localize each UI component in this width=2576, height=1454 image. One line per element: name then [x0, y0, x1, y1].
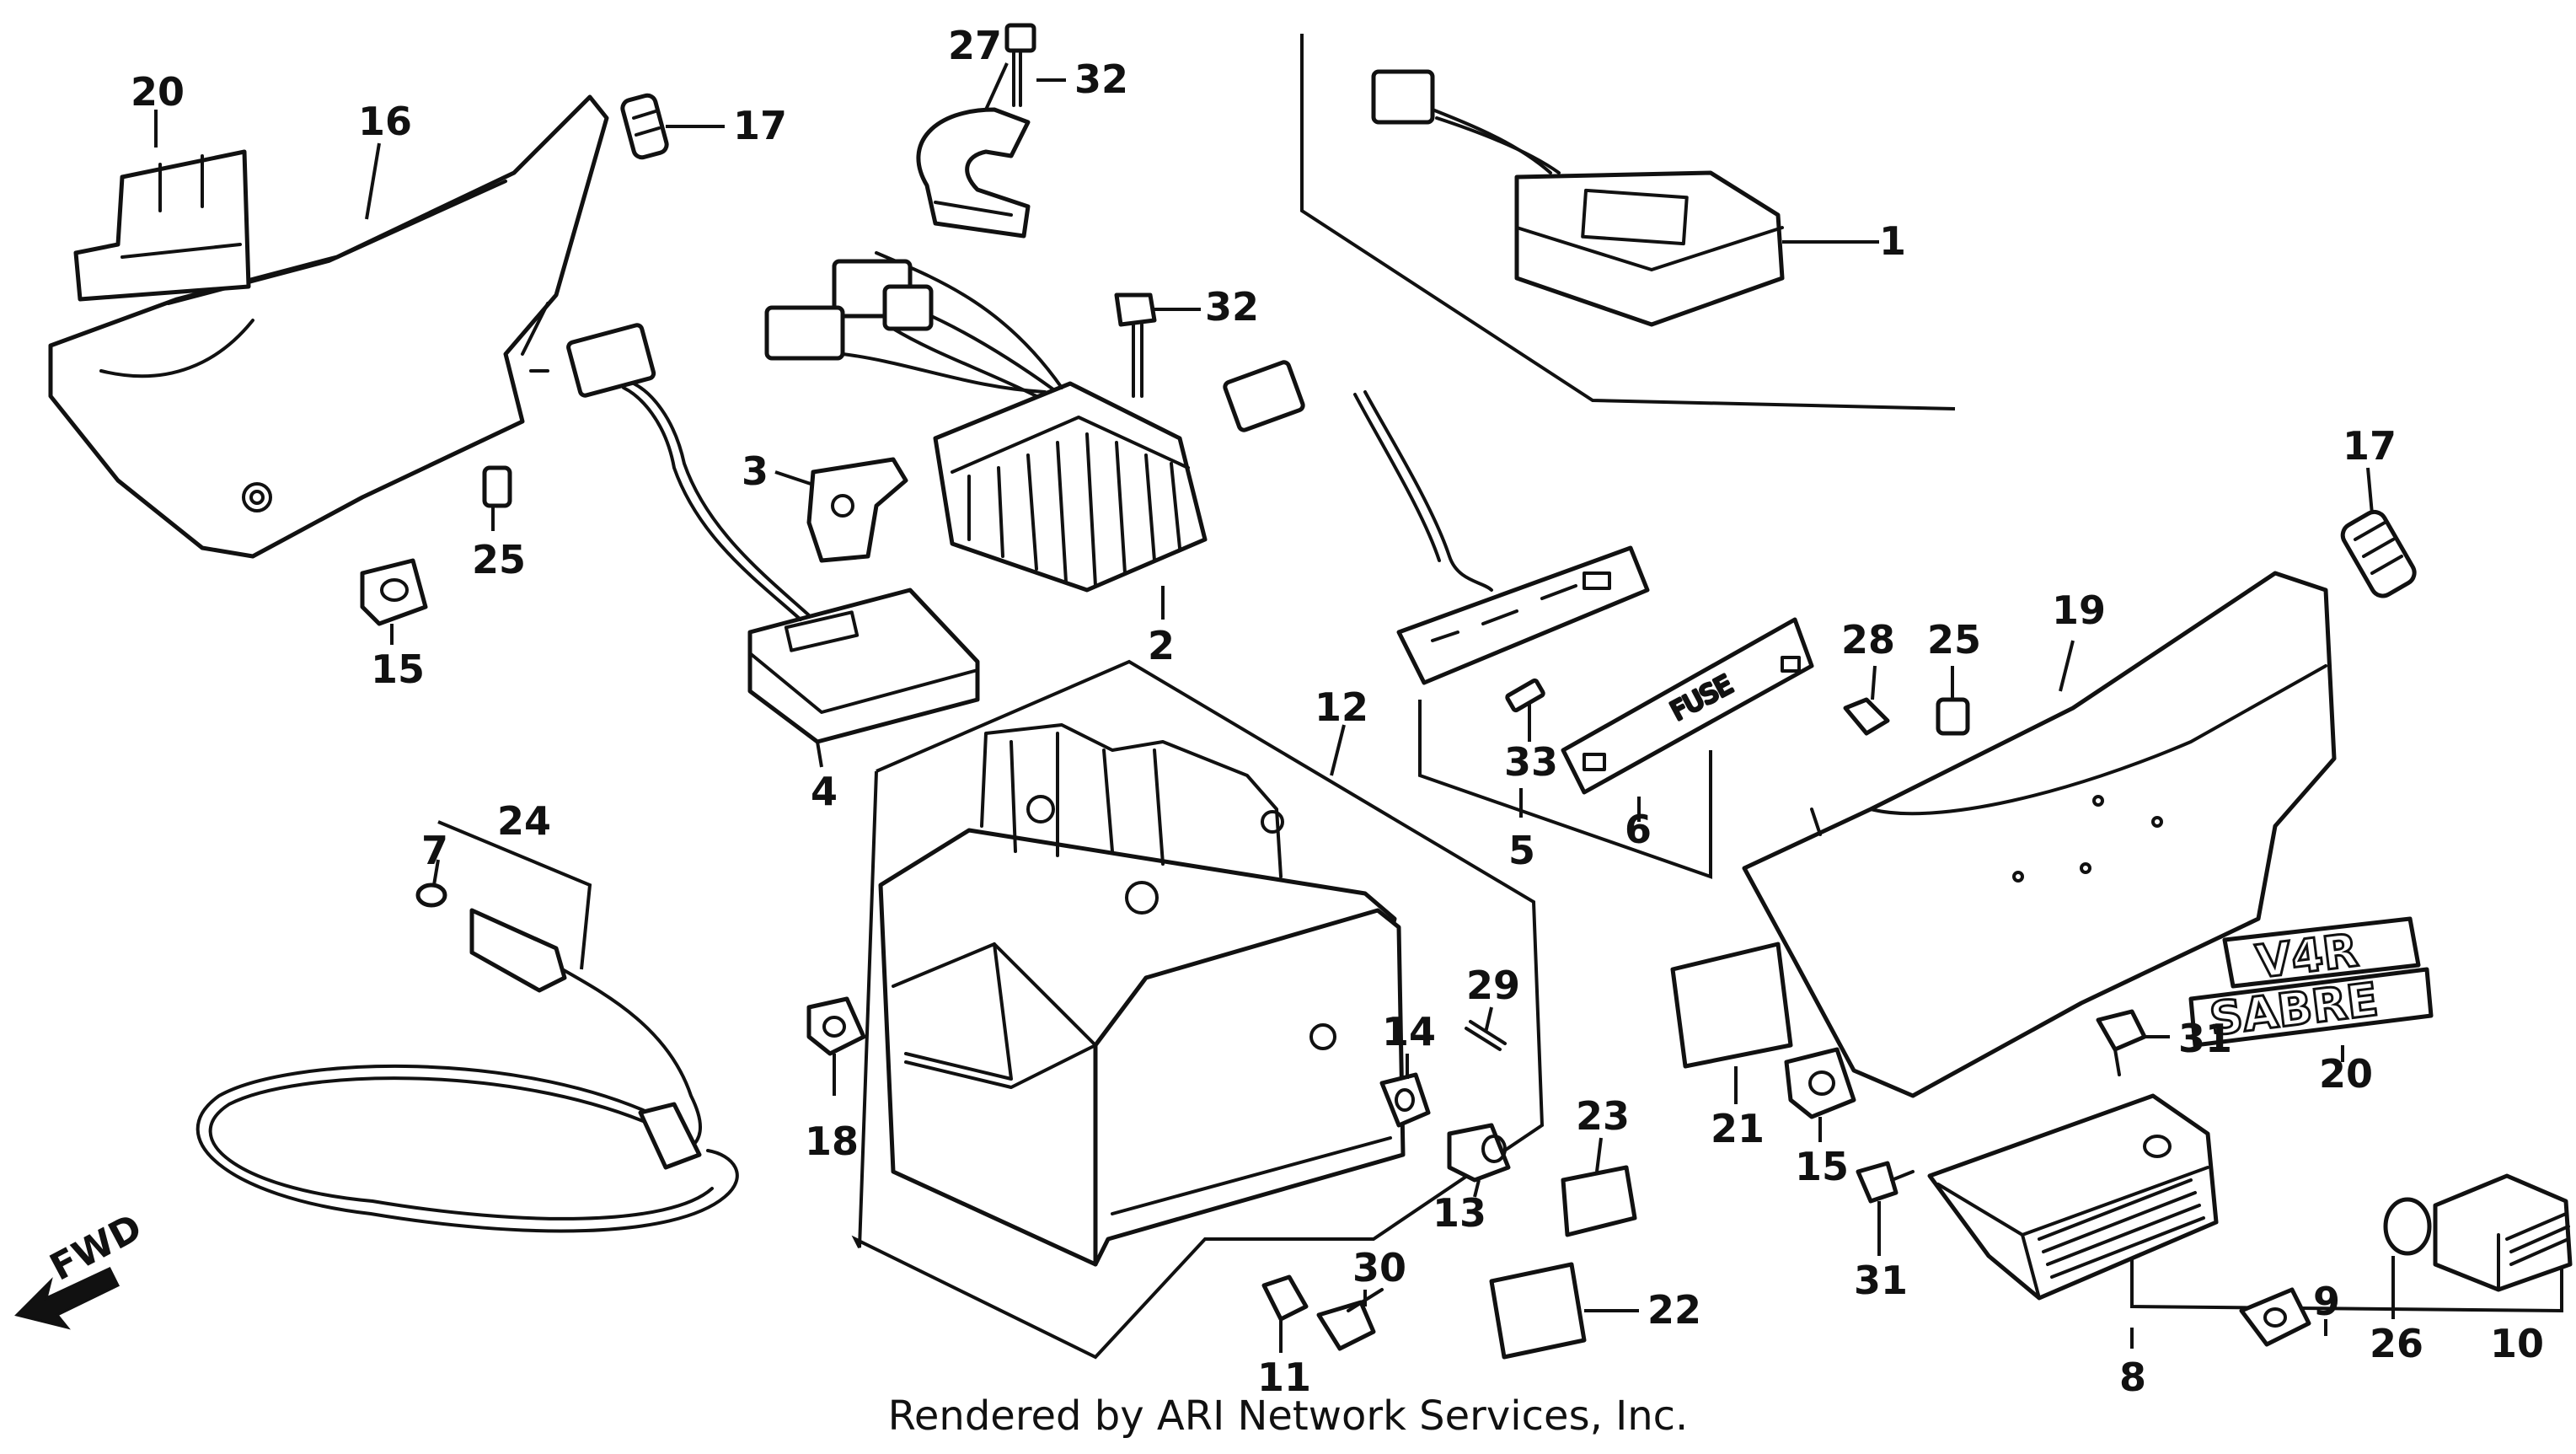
callout-31-upper: 31	[2178, 1016, 2232, 1061]
part-4-ignitor-unit	[566, 323, 980, 744]
fwd-arrow	[14, 1267, 120, 1330]
part-31-lower-bolt	[1856, 1161, 1915, 1204]
callout-15-left: 15	[371, 647, 425, 692]
callout-23: 23	[1576, 1093, 1630, 1139]
part-11-nut	[1261, 1274, 1309, 1322]
callout-17-left: 17	[733, 103, 787, 148]
part-8-frame	[2130, 1222, 2563, 1313]
callout-leaders	[154, 62, 2395, 1353]
part-24-frame	[437, 820, 592, 970]
callout-1: 1	[1879, 218, 1906, 264]
callout-31-lower: 31	[1854, 1258, 1908, 1303]
callout-28: 28	[1841, 617, 1895, 663]
part-19-right-side-cover	[1742, 571, 2337, 1098]
part-31-upper-bolt	[2096, 1009, 2147, 1076]
part-17-left-grommet	[620, 93, 669, 160]
callout-5: 5	[1508, 828, 1535, 873]
part-15-left-grommet	[360, 558, 428, 626]
part-18-grommet	[806, 996, 866, 1056]
part-17-right-grommet	[2340, 509, 2417, 598]
part-33-fuse	[1505, 678, 1545, 713]
callout-33: 33	[1504, 739, 1558, 785]
callout-15-right: 15	[1795, 1144, 1849, 1189]
part-32-upper-bolt	[1004, 23, 1036, 107]
part-25-left-clip	[482, 465, 512, 508]
callout-25-right: 25	[1927, 617, 1981, 663]
part-15-right-grommet	[1784, 1047, 1856, 1119]
callout-18: 18	[805, 1119, 859, 1164]
part-6-fuse-cover: FUSE	[1561, 617, 1814, 795]
callout-22: 22	[1647, 1287, 1701, 1333]
callout-32-middle: 32	[1205, 284, 1259, 330]
callout-13: 13	[1433, 1190, 1486, 1236]
callout-16: 16	[358, 99, 412, 144]
part-1-control-unit	[1371, 69, 1879, 327]
part-9-relay	[2239, 1287, 2311, 1347]
callout-21: 21	[1711, 1106, 1765, 1151]
callout-29: 29	[1466, 963, 1520, 1008]
part-22-label	[1489, 1262, 1639, 1360]
part-13-terminal-bolt	[1447, 1123, 1511, 1183]
part-12-battery	[878, 723, 1406, 1267]
callout-14: 14	[1382, 1009, 1436, 1054]
callout-27: 27	[948, 23, 1002, 68]
part-5-fuse-box-group	[1223, 360, 1712, 879]
part-16-left-side-cover	[48, 94, 609, 559]
part-29-pin	[1465, 1020, 1507, 1051]
callout-2: 2	[1148, 623, 1175, 668]
callout-19: 19	[2052, 588, 2106, 633]
callout-26: 26	[2370, 1321, 2423, 1366]
part-20-left-bracket	[73, 149, 251, 302]
part-8-relay-box	[1927, 1093, 2219, 1301]
callout-4: 4	[811, 769, 838, 814]
callout-10: 10	[2490, 1321, 2544, 1366]
part-10-relay-unit	[2433, 1173, 2573, 1292]
part-27-band	[916, 107, 1031, 239]
render-credit: Rendered by ARI Network Services, Inc.	[887, 1392, 1689, 1440]
part-14-terminal-cap	[1379, 1072, 1431, 1128]
callout-20-left: 20	[131, 69, 185, 115]
callout-11: 11	[1257, 1355, 1311, 1400]
part-23-label	[1561, 1165, 1637, 1237]
part-2-regulator-rectifier	[764, 251, 1208, 593]
callout-25-left: 25	[472, 537, 526, 582]
callout-6: 6	[1625, 807, 1652, 852]
callout-12: 12	[1315, 684, 1368, 730]
part-1-frame	[1300, 34, 1956, 410]
part-28-screw	[1843, 697, 1890, 736]
callout-17-right: 17	[2343, 423, 2397, 469]
part-24-sensor-cable	[195, 883, 739, 1233]
callout-7: 7	[421, 828, 448, 873]
callout-3: 3	[742, 448, 769, 494]
callout-30: 30	[1352, 1245, 1406, 1290]
part-12-battery-frame	[851, 659, 1545, 1360]
part-30-bolt	[1316, 1288, 1384, 1351]
callout-24: 24	[497, 798, 551, 844]
part-25-right-clip	[1936, 697, 1970, 736]
part-20-right-emblem: V4R SABRE	[2188, 916, 2434, 1048]
part-3-bracket	[806, 457, 908, 563]
callout-32-upper: 32	[1074, 56, 1128, 102]
part-32-middle-bolt	[1114, 292, 1157, 398]
callout-20-right: 20	[2319, 1051, 2373, 1097]
callout-9: 9	[2313, 1279, 2340, 1324]
part-26-o-ring	[2383, 1197, 2432, 1256]
emblem-text-v4r: V4R	[2253, 924, 2361, 989]
callout-8: 8	[2119, 1355, 2146, 1400]
part-21-label	[1670, 942, 1793, 1069]
